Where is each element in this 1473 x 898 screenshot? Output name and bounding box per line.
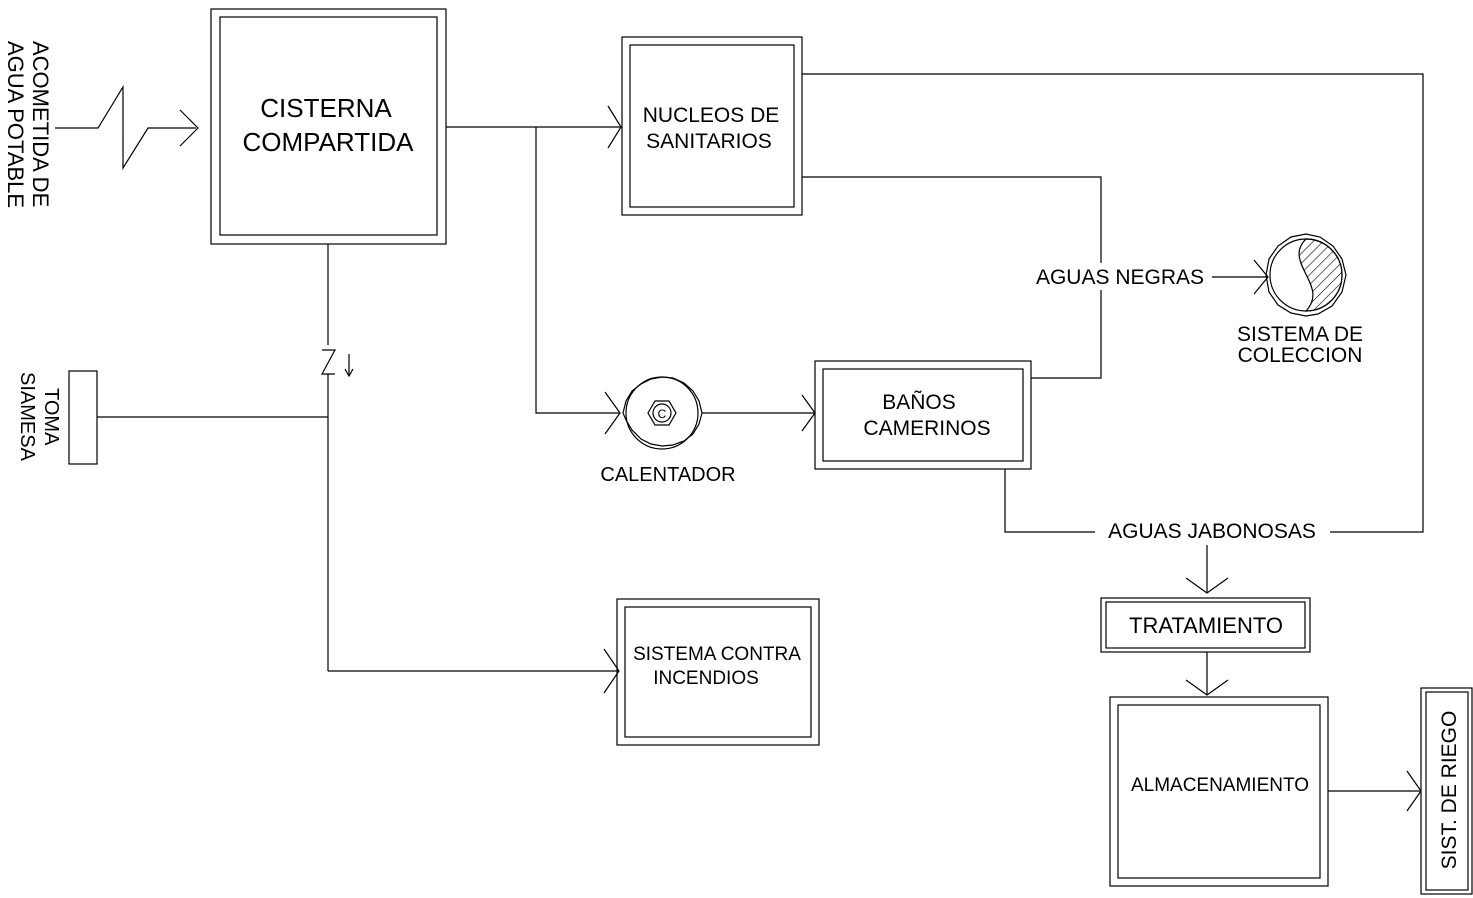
- arrow-head: [179, 109, 199, 147]
- aguas-jabonosas-label: AGUAS JABONOSAS: [1108, 520, 1316, 543]
- arrow-to-almacenamiento: [1185, 679, 1229, 696]
- aguas-negras-label: AGUAS NEGRAS: [1036, 266, 1204, 289]
- tratamiento-box: TRATAMIENTO: [1100, 597, 1311, 653]
- acometida-label-line1: ACOMETIDA DE: [28, 41, 53, 207]
- riego-box: SIST. DE RIEGO: [1420, 687, 1473, 895]
- incendios-label-line1: SISTEMA CONTRA: [633, 644, 801, 665]
- nucleos-box: NUCLEOS DE SANITARIOS: [621, 36, 803, 216]
- fire-line: [97, 244, 620, 694]
- acometida-line: [55, 84, 199, 171]
- cisterna-box: CISTERNA COMPARTIDA: [210, 8, 447, 245]
- calentador-symbol: C: [622, 376, 703, 450]
- acometida-label-line2: AGUA POTABLE: [3, 41, 28, 208]
- riego-label: SIST. DE RIEGO: [1438, 711, 1461, 870]
- toma-siamesa: TOMA SIAMESA: [16, 370, 98, 465]
- cisterna-label-line1: CISTERNA: [260, 93, 392, 123]
- coleccion-symbol: [1265, 233, 1347, 317]
- calentador-symbol-letter: C: [658, 407, 667, 421]
- toma-label-line1: TOMA: [40, 388, 62, 446]
- break-symbol: [55, 84, 196, 171]
- banos-box: BAÑOS CAMERINOS: [814, 360, 1032, 470]
- acometida-label: ACOMETIDA DE AGUA POTABLE: [3, 41, 53, 208]
- almacenamiento-label: ALMACENAMIENTO: [1131, 775, 1309, 796]
- banos-label-line2: CAMERINOS: [863, 417, 990, 440]
- almacenamiento-box: ALMACENAMIENTO: [1109, 696, 1329, 887]
- aguas-negras-lines: [802, 176, 1269, 379]
- incendios-box: SISTEMA CONTRA INCENDIOS: [616, 598, 820, 746]
- distribution-lines: [446, 105, 622, 435]
- nucleos-label-line2: SANITARIOS: [646, 130, 772, 153]
- cisterna-label-line2: COMPARTIDA: [243, 127, 415, 157]
- toma-label-line2: SIAMESA: [16, 372, 38, 462]
- arrow-to-incendios: [603, 648, 620, 694]
- nucleos-label-line1: NUCLEOS DE: [643, 104, 780, 127]
- banos-label-line1: BAÑOS: [882, 390, 956, 414]
- calentador-to-banos: [702, 394, 816, 432]
- aguas-jabonosas-lines: [802, 73, 1424, 812]
- coleccion-label-line2: COLECCION: [1238, 344, 1363, 367]
- arrow-to-nucleos: [607, 105, 622, 149]
- calentador-label: CALENTADOR: [600, 464, 735, 486]
- arrow-to-calentador: [604, 391, 621, 435]
- incendios-label-line2: INCENDIOS: [653, 668, 759, 689]
- arrow-to-coleccion: [1253, 259, 1269, 295]
- tratamiento-label: TRATAMIENTO: [1129, 613, 1283, 638]
- arrow-to-tratamiento: [1185, 577, 1229, 594]
- check-valve-symbol: [320, 349, 337, 375]
- coleccion-label-line1: SISTEMA DE: [1237, 323, 1363, 346]
